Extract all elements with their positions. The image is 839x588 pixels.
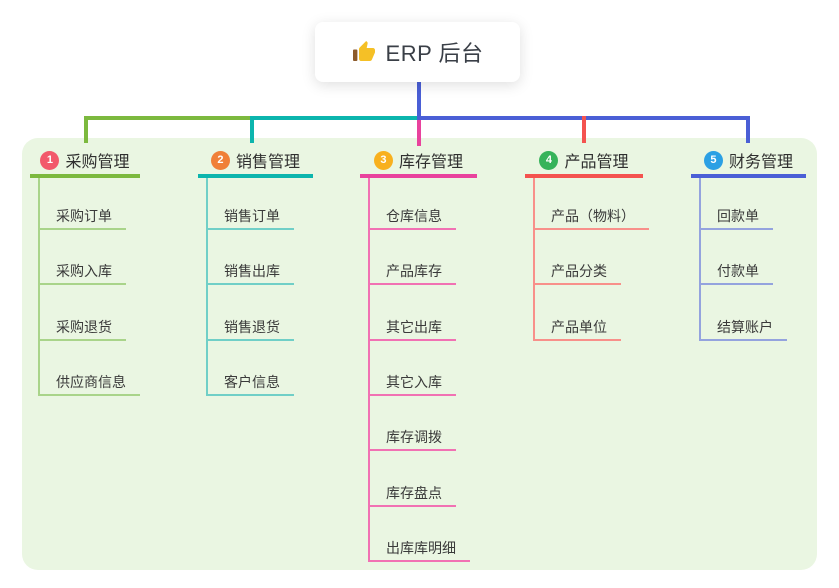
node-item[interactable]: 产品分类 [533,261,621,285]
branch-node-products[interactable]: 4 产品管理 [525,146,643,178]
branch-label: 产品管理 [564,154,629,171]
branch-number-badge: 2 [210,150,230,170]
node-item[interactable]: 销售出库 [206,261,294,285]
node-item[interactable]: 其它入库 [368,372,456,396]
branch-node-purchasing[interactable]: 1 采购管理 [30,146,140,178]
branch-sales: 2 销售管理 销售订单 销售出库 销售退货 客户信息 [198,146,313,396]
branch-purchasing: 1 采购管理 采购订单 采购入库 采购退货 供应商信息 [30,146,140,396]
node-item[interactable]: 出库库明细 [368,538,470,562]
branch-label: 采购管理 [65,154,130,171]
branch-children-connector [38,178,40,396]
branch-label: 库存管理 [398,154,463,171]
branch-inventory: 3 库存管理 仓库信息 产品库存 其它出库 其它入库 库存调拨 库存盘点 出库库… [360,146,477,562]
branches-panel [22,138,817,570]
branch-number-badge: 1 [40,150,60,170]
node-item[interactable]: 产品库存 [368,261,456,285]
node-item[interactable]: 库存调拨 [368,427,456,451]
branch-children-connector [533,178,535,341]
branch-number-badge: 5 [703,150,723,170]
node-item[interactable]: 客户信息 [206,372,294,396]
branch-number-badge: 3 [373,150,393,170]
thumbs-up-icon [352,41,375,61]
branch-number-badge: 4 [539,150,559,170]
branch-label: 财务管理 [728,154,793,171]
node-item[interactable]: 采购退货 [38,317,126,341]
node-item[interactable]: 仓库信息 [368,206,456,230]
root-node[interactable]: ERP 后台 [315,22,520,82]
node-item[interactable]: 供应商信息 [38,372,140,396]
node-item[interactable]: 采购订单 [38,206,126,230]
branch-products: 4 产品管理 产品（物料） 产品分类 产品单位 [525,146,649,341]
branch-children-connector [699,178,701,341]
node-item[interactable]: 销售退货 [206,317,294,341]
node-item[interactable]: 库存盘点 [368,483,456,507]
node-item[interactable]: 产品单位 [533,317,621,341]
node-item[interactable]: 采购入库 [38,261,126,285]
root-node-label: ERP 后台 [385,41,484,66]
branch-label: 销售管理 [235,154,300,171]
node-item[interactable]: 产品（物料） [533,206,649,230]
node-item[interactable]: 销售订单 [206,206,294,230]
branch-node-inventory[interactable]: 3 库存管理 [360,146,477,178]
branch-children-connector [206,178,208,396]
node-item[interactable]: 回款单 [699,206,773,230]
branch-node-finance[interactable]: 5 财务管理 [691,146,806,178]
branch-finance: 5 财务管理 回款单 付款单 结算账户 [691,146,806,341]
branch-children-connector [368,178,370,562]
node-item[interactable]: 其它出库 [368,317,456,341]
node-item[interactable]: 付款单 [699,261,773,285]
branch-node-sales[interactable]: 2 销售管理 [198,146,313,178]
node-item[interactable]: 结算账户 [699,317,787,341]
